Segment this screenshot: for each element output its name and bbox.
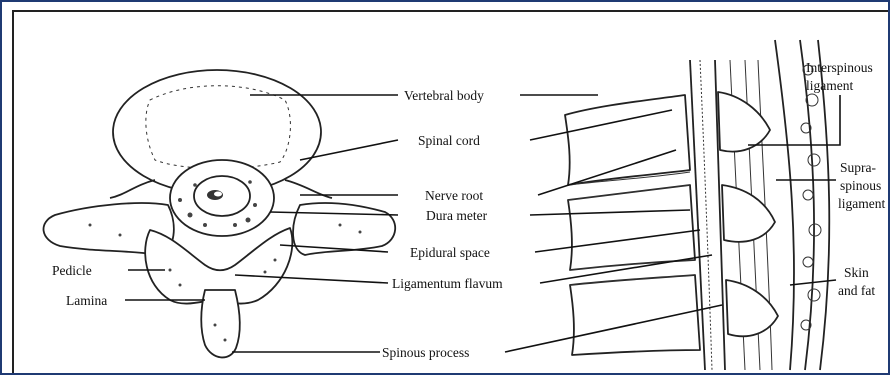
label-interspinous-line2: ligament [806,78,853,93]
vertebra-upper [565,95,690,185]
label-spinal-cord: Spinal cord [418,133,480,148]
vertebra-lower [570,275,700,355]
label-skin-line2: and fat [838,283,875,298]
label-supraspinous-line2: spinous [840,178,881,193]
label-epidural-space: Epidural space [410,245,490,260]
label-pedicle: Pedicle [52,263,92,278]
label-lamina: Lamina [66,293,107,308]
label-ligamentum-flavum: Ligamentum flavum [392,276,503,291]
label-skin-line1: Skin [844,265,869,280]
label-interspinous-line1: Interspinous [806,60,873,75]
spinous-process-shape [201,290,239,357]
label-dura-meter: Dura meter [426,208,488,223]
label-supraspinous-line3: ligament [838,196,885,211]
label-nerve-root: Nerve root [425,188,483,203]
label-vertebral-body: Vertebral body [404,88,484,103]
sagittal-spine-illustration [565,40,829,370]
label-spinous-process: Spinous process [382,345,469,360]
label-supraspinous-line1: Supra- [840,160,876,175]
